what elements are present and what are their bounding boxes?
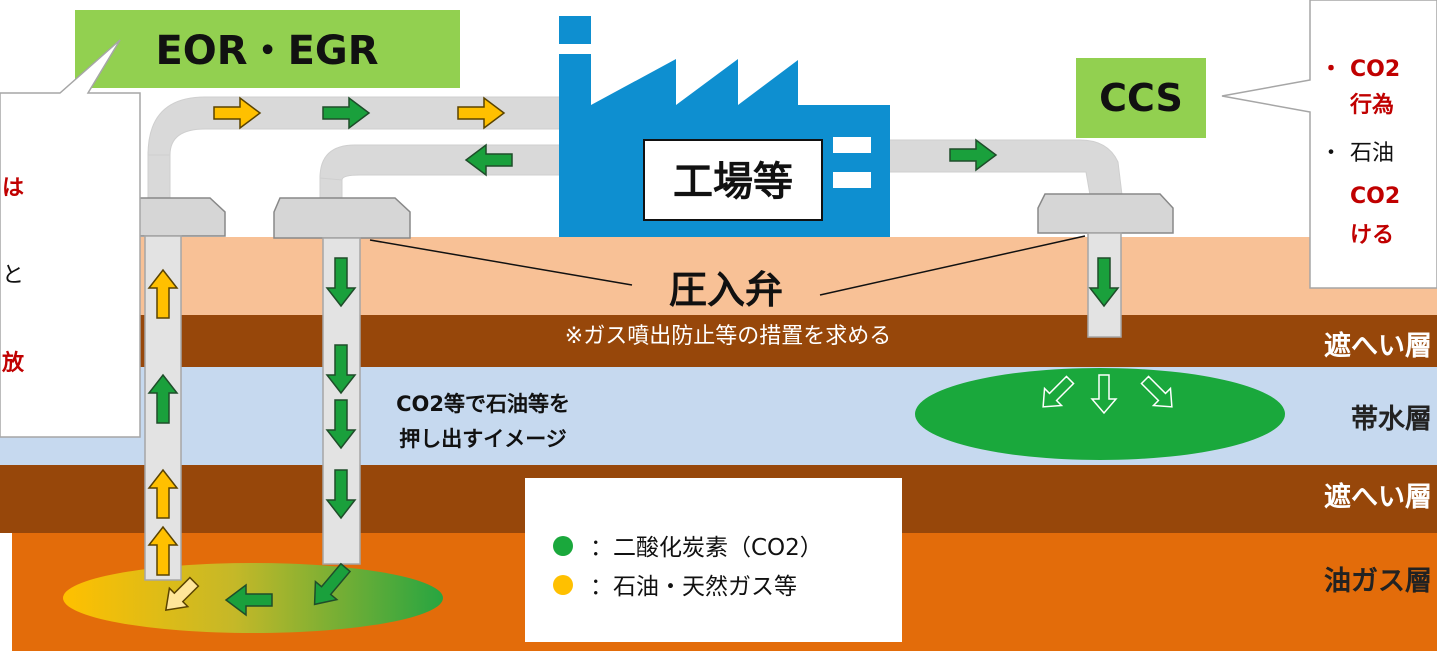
left-callout-line3: 放 [1, 350, 25, 376]
left-callout [0, 39, 141, 438]
eor-egr-title: EOR・EGR [155, 28, 378, 74]
factory-icon [559, 16, 890, 237]
push-caption-line1: CO2等で石油等を [396, 392, 570, 416]
ccs-box [1076, 58, 1206, 138]
left-callout-line2: と [2, 263, 24, 288]
valve-note: ※ガス噴出防止等の措置を求める [565, 324, 891, 349]
right-callout-bullet1: ・ [1320, 57, 1342, 82]
layer-label-cap-upper: 遮へい層 [1324, 330, 1432, 362]
right-callout-b1-line1: CO2 [1350, 57, 1400, 82]
topsoil-layer [0, 237, 1437, 317]
right-callout-b2-line3: ける [1350, 223, 1394, 248]
co2-storage-zone [915, 368, 1285, 460]
legend-oil-text: ：石油・天然ガス等 [590, 574, 797, 600]
layer-label-aquifer: 帯水層 [1351, 403, 1432, 435]
layer-label-oilgas: 油ガス層 [1324, 566, 1432, 597]
layer-label-cap-lower: 遮へい層 [1324, 481, 1432, 513]
factory-label-box [643, 139, 823, 221]
right-callout-b2-line1: 石油 [1350, 141, 1394, 166]
right-callout [1221, 0, 1437, 289]
valve-pointer-lines [369, 235, 1086, 296]
right-callout-b2-line2: CO2 [1350, 184, 1400, 209]
oil-legend-dot [553, 575, 573, 595]
oil-arrow-diagonal [164, 576, 200, 612]
co2-spread-arrows [1042, 374, 1173, 415]
push-caption-line2: 押し出すイメージ [399, 427, 567, 451]
right-callout-bullet2: ・ [1320, 141, 1342, 166]
legend-box [525, 478, 902, 642]
ccs-title: CCS [1099, 76, 1183, 120]
right-callout-b1-line2: 行為 [1349, 92, 1394, 118]
co2-legend-dot [553, 536, 573, 556]
factory-label: 工場等 [673, 159, 793, 205]
eor-egr-box [75, 10, 460, 88]
cap-layer-upper [0, 315, 1437, 367]
legend-co2-text: ：二酸化炭素（CO2） [590, 535, 823, 561]
left-callout-line1: は [2, 176, 24, 201]
valve-label: 圧入弁 [669, 268, 783, 312]
